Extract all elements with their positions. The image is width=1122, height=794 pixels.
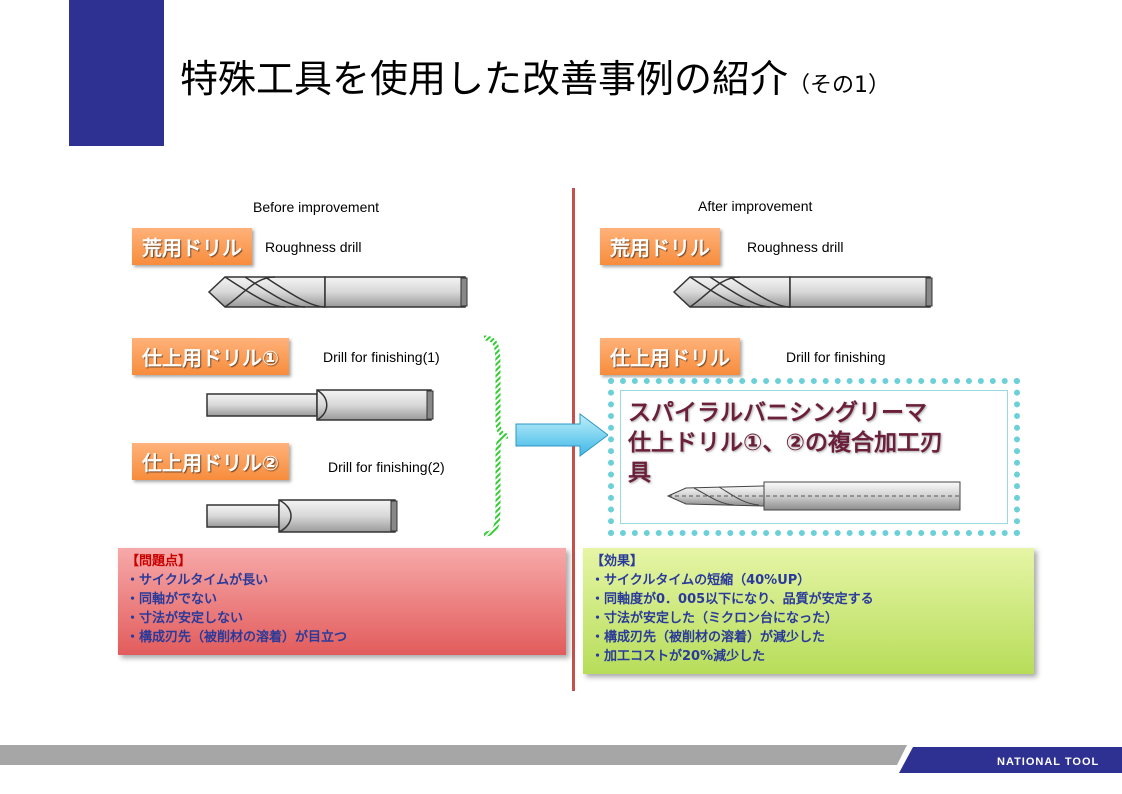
effect-item: ・寸法が安定した（ミクロン台になった） bbox=[591, 611, 839, 626]
before-rough-label: 荒用ドリル bbox=[132, 228, 252, 265]
after-rough-drill-image bbox=[672, 276, 933, 308]
reamer-box-inner-border bbox=[620, 390, 1008, 524]
effect-item: ・サイクルタイムの短縮（40%UP） bbox=[591, 573, 811, 588]
reamer-tool-image bbox=[666, 481, 961, 511]
footer-logo-band bbox=[893, 745, 1122, 773]
before-header: Before improvement bbox=[253, 199, 380, 215]
effects-heading: 【効果】 bbox=[591, 554, 644, 569]
effects-text: 【効果】 ・サイクルタイムの短縮（40%UP） ・同軸度が0．005以下になり、… bbox=[591, 552, 874, 666]
page-title: 特殊工具を使用した改善事例の紹介（その1） bbox=[180, 48, 890, 103]
problems-heading: 【問題点】 bbox=[126, 554, 192, 569]
after-rough-label: 荒用ドリル bbox=[600, 228, 720, 265]
grouping-brace bbox=[483, 335, 509, 537]
company-logo: NATIONAL TOOL bbox=[997, 756, 1100, 768]
problem-item: ・寸法が安定しない bbox=[126, 611, 244, 626]
after-finish-label: 仕上用ドリル bbox=[600, 338, 740, 375]
before-rough-caption: Roughness drill bbox=[265, 239, 362, 255]
before-finish2-caption: Drill for finishing(2) bbox=[328, 459, 445, 475]
title-accent-block bbox=[69, 0, 164, 146]
before-finish2-label: 仕上用ドリル② bbox=[132, 443, 289, 480]
problem-item: ・同軸がでない bbox=[126, 592, 218, 607]
effect-item: ・加工コストが20%減少した bbox=[591, 649, 766, 664]
before-finish2-drill-image bbox=[206, 499, 398, 533]
effect-item: ・同軸度が0．005以下になり、品質が安定する bbox=[591, 592, 874, 607]
after-finish-caption: Drill for finishing bbox=[786, 349, 886, 365]
reamer-line-2: 仕上ドリル①、②の複合加工刃 bbox=[628, 430, 943, 456]
before-finish1-label: 仕上用ドリル① bbox=[132, 338, 289, 375]
effects-box: 【効果】 ・サイクルタイムの短縮（40%UP） ・同軸度が0．005以下になり、… bbox=[583, 548, 1034, 674]
problems-text: 【問題点】 ・サイクルタイムが長い ・同軸がでない ・寸法が安定しない ・構成刃… bbox=[126, 552, 347, 647]
problems-box: 【問題点】 ・サイクルタイムが長い ・同軸がでない ・寸法が安定しない ・構成刃… bbox=[118, 548, 566, 655]
reamer-line-1: スパイラルバニシングリーマ bbox=[628, 400, 927, 426]
footer-bar bbox=[0, 745, 908, 765]
reamer-line-3: 具 bbox=[628, 460, 651, 486]
reamer-description: スパイラルバニシングリーマ 仕上ドリル①、②の複合加工刃 具 bbox=[628, 398, 943, 488]
after-rough-caption: Roughness drill bbox=[747, 239, 844, 255]
problem-item: ・サイクルタイムが長い bbox=[126, 573, 269, 588]
before-finish1-caption: Drill for finishing(1) bbox=[323, 349, 440, 365]
before-rough-drill-image bbox=[207, 276, 468, 308]
before-finish1-drill-image bbox=[206, 389, 434, 421]
problem-item: ・構成刃先（被削材の溶着）が目立つ bbox=[126, 630, 348, 645]
page-title-main: 特殊工具を使用した改善事例の紹介 bbox=[180, 57, 789, 101]
page-title-sub: （その1） bbox=[788, 73, 891, 98]
after-header: After improvement bbox=[698, 198, 813, 214]
effect-item: ・構成刃先（被削材の溶着）が減少した bbox=[591, 630, 826, 645]
improvement-arrow bbox=[515, 413, 609, 457]
